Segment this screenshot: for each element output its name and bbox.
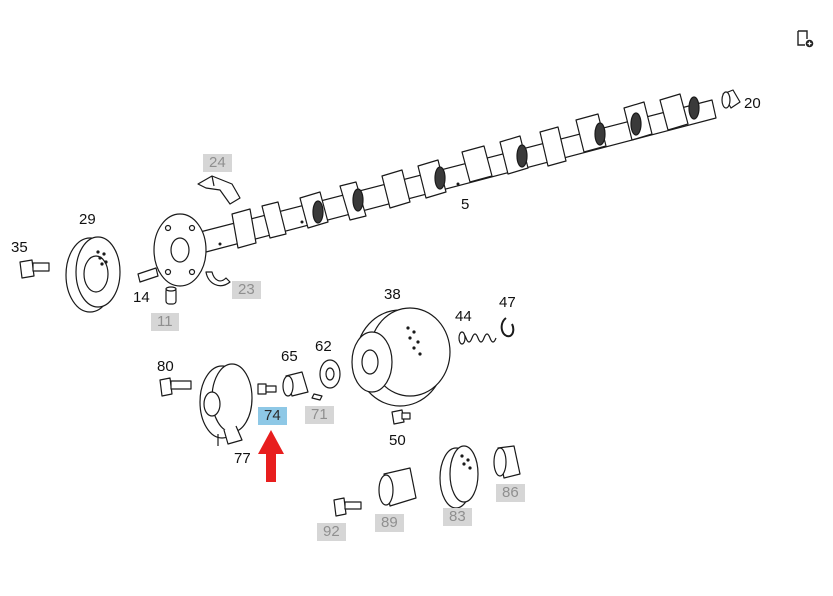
- label-part-47: 47: [499, 294, 516, 311]
- camshaft: [153, 93, 717, 287]
- part-71-key: [311, 393, 323, 401]
- label-part-29: 29: [79, 211, 96, 228]
- page-export-icon[interactable]: [795, 29, 815, 49]
- part-38-large-pulley: [351, 307, 451, 407]
- label-part-24[interactable]: 24: [203, 154, 232, 172]
- part-47-circlip: [500, 317, 515, 338]
- part-23-bearing-shell: [205, 271, 231, 287]
- label-part-74-selected[interactable]: 74: [258, 407, 287, 425]
- part-29-pulley: [65, 236, 121, 313]
- part-20-end-plug: [721, 89, 741, 109]
- part-74-bolt: [257, 383, 277, 395]
- part-86-cap: [493, 445, 521, 479]
- label-part-44: 44: [455, 308, 472, 325]
- label-part-62: 62: [315, 338, 332, 355]
- label-part-38: 38: [384, 286, 401, 303]
- part-65-bushing: [282, 371, 309, 397]
- part-80-bolt: [159, 377, 192, 397]
- label-part-86[interactable]: 86: [496, 484, 525, 502]
- part-44-spring: [458, 331, 497, 345]
- label-part-20: 20: [744, 95, 761, 112]
- label-part-5: 5: [461, 196, 470, 213]
- part-35-bolt: [19, 259, 50, 279]
- label-part-89[interactable]: 89: [375, 514, 404, 532]
- part-62-nut: [319, 359, 341, 389]
- label-part-92[interactable]: 92: [317, 523, 346, 541]
- part-77-adjuster-unit: [199, 363, 253, 446]
- label-part-35: 35: [11, 239, 28, 256]
- label-part-11[interactable]: 11: [151, 313, 179, 331]
- part-14-pin: [137, 267, 159, 283]
- label-part-77: 77: [234, 450, 251, 467]
- label-part-50: 50: [389, 432, 406, 449]
- part-11-dowel: [165, 286, 177, 305]
- selection-arrow-icon: [258, 430, 284, 482]
- label-part-80: 80: [157, 358, 174, 375]
- part-24-bearing-cap: [197, 175, 241, 205]
- label-part-65: 65: [281, 348, 298, 365]
- part-83-sprocket: [439, 445, 479, 509]
- part-50-bolt: [391, 409, 411, 425]
- label-part-83[interactable]: 83: [443, 508, 472, 526]
- label-part-23[interactable]: 23: [232, 281, 261, 299]
- part-89-sleeve: [378, 467, 417, 507]
- part-92-bolt: [333, 497, 362, 517]
- label-part-14: 14: [133, 289, 150, 306]
- label-part-71[interactable]: 71: [305, 406, 334, 424]
